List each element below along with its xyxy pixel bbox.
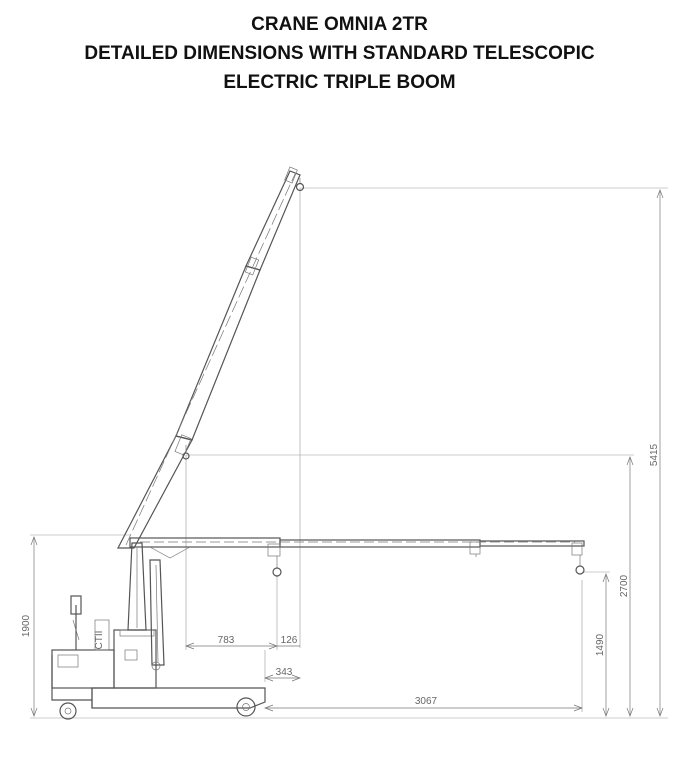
dim-label-5415: 5415 <box>649 443 660 466</box>
horizontal-boom <box>129 537 585 559</box>
raised-boom <box>117 166 301 549</box>
title-line-3: ELECTRIC TRIPLE BOOM <box>223 72 456 93</box>
dimension-783: 783 <box>185 635 278 650</box>
dimension-5415: 5415 <box>649 189 664 717</box>
horizontal-hooks <box>272 554 585 577</box>
panel-label: CTII <box>94 631 105 650</box>
dim-label-1900: 1900 <box>21 614 32 637</box>
dim-label-783: 783 <box>218 635 235 646</box>
crane-mast <box>127 542 165 671</box>
title-line-2: DETAILED DIMENSIONS WITH STANDARD TELESC… <box>84 43 595 64</box>
dim-label-126: 126 <box>281 635 298 646</box>
wheels <box>59 697 256 720</box>
drawing-title: CRANE OMNIA 2TR DETAILED DIMENSIONS WITH… <box>0 10 679 97</box>
crane-chassis: CTII <box>51 595 266 709</box>
dimension-3067: 3067 <box>264 696 583 712</box>
dimension-343: 343 <box>264 667 301 682</box>
dimension-1900: 1900 <box>21 536 38 717</box>
dim-label-343: 343 <box>276 667 293 678</box>
raised-hooks <box>182 178 305 460</box>
dim-label-3067: 3067 <box>415 696 438 707</box>
dimension-126: 126 <box>277 635 300 647</box>
dim-label-2700: 2700 <box>619 574 630 597</box>
dimension-1490: 1490 <box>595 573 610 717</box>
extension-lines <box>30 187 668 719</box>
dimension-2700: 2700 <box>619 456 634 717</box>
title-line-1: CRANE OMNIA 2TR <box>251 14 428 35</box>
dim-label-1490: 1490 <box>595 633 606 656</box>
